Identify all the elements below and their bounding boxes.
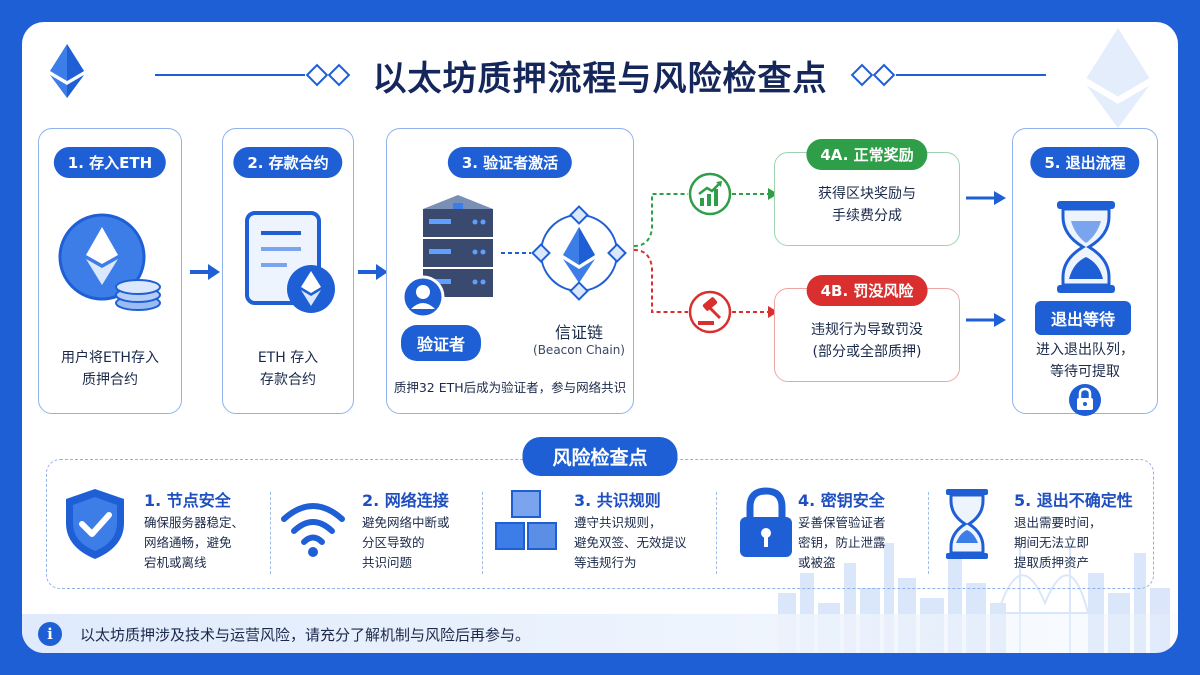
step-1-label: 1. 存入ETH [53,147,167,178]
risk-divider [482,492,483,574]
gavel-icon [688,290,732,334]
step-3-note: 质押32 ETH后成为验证者，参与网络共识 [393,380,627,395]
validator-avatar-icon [401,275,445,319]
risk-item-network: 2. 网络连接 避免网络中断或 分区导致的 共识问题 [280,485,480,585]
lock-badge-icon [1069,384,1101,416]
branch-connectors [633,188,778,318]
risk-divider [270,492,271,574]
cubes-icon [495,490,557,550]
step-5-label: 5. 退出流程 [1030,147,1140,178]
exit-wait-label: 退出等待 [1035,301,1132,335]
arrow-1-to-2 [190,264,220,280]
step-4a-card: 4A. 正常奖励 获得区块奖励与 手续费分成 [774,139,960,246]
risk-item-body: 退出需要时间， 期间无法立即 提取质押资产 [1014,515,1102,570]
ethereum-logo-icon [50,44,84,98]
risk-item-title: 2. 网络连接 [362,491,449,510]
risk-item-consensus: 3. 共识规则 遵守共识规则， 避免双签、无效提议 等违规行为 [492,485,712,585]
footer-text: 以太坊质押涉及技术与运营风险，请充分了解机制与风险后再参与。 [80,626,531,644]
shield-check-icon [66,489,124,559]
risk-divider [716,492,717,574]
risk-divider [928,492,929,574]
beacon-chain-icon [531,205,627,301]
risk-item-title: 4. 密钥安全 [798,491,885,510]
step-4b-label: 4B. 罚没风险 [806,275,928,306]
risk-item-key-security: 4. 密钥安全 妥善保管验证者 密钥，防止泄露 或被盗 [736,485,926,585]
risk-item-title: 5. 退出不确定性 [1014,491,1133,510]
growth-chart-icon [688,172,732,216]
arrow-4a-to-5 [966,191,1006,205]
server-stack-icon [423,195,493,297]
risk-item-title: 3. 共识规则 [574,491,661,510]
arrow-4b-to-5 [966,313,1006,327]
risk-item-node-security: 1. 节点安全 确保服务器稳定、 网络通畅，避免 宕机或离线 [62,485,262,585]
step-3-label: 3. 验证者激活 [447,147,573,178]
step-5-description: 进入退出队列， 等待可提取 [1036,342,1134,380]
step-1-card: 1. 存入ETH 用户将ETH存入 质押合约 [38,128,182,414]
step-3-card: 3. 验证者激活 验证者 [386,128,634,414]
title-ornament-right [850,63,1046,87]
risk-item-body: 遵守共识规则， 避免双签、无效提议 等违规行为 [574,515,687,570]
hourglass-icon [1057,201,1115,293]
hourglass-small-icon [946,489,988,559]
step-4a-label: 4A. 正常奖励 [806,139,928,170]
title-ornament-left [154,63,350,87]
risk-item-body: 确保服务器稳定、 网络通畅，避免 宕机或离线 [144,515,245,570]
step-4a-description: 获得区块奖励与 手续费分成 [818,186,916,224]
title-bar: 以太坊质押流程与风险检查点 [22,50,1178,100]
step-5-card: 5. 退出流程 退出等待 进入退出队列， 等待可提取 [1012,128,1158,416]
wifi-icon [281,503,345,557]
info-icon: i [38,622,62,646]
risk-item-body: 避免网络中断或 分区导致的 共识问题 [362,515,450,570]
risk-item-body: 妥善保管验证者 密钥，防止泄露 或被盗 [798,515,886,570]
step-4b-card: 4B. 罚没风险 违规行为导致罚没 (部分或全部质押) [774,275,960,382]
step-4b-description: 违规行为导致罚没 (部分或全部质押) [811,322,923,360]
risk-item-exit-uncertainty: 5. 退出不确定性 退出需要时间， 期间无法立即 提取质押资产 [944,485,1144,585]
footer-disclaimer: i 以太坊质押涉及技术与运营风险，请充分了解机制与风险后再参与。 [22,614,1178,653]
dashed-link-line [501,252,531,254]
contract-document-icon [245,211,335,313]
page-title: 以太坊质押流程与风险检查点 [372,58,828,99]
risk-section-title: 风险检查点 [522,437,678,476]
ethereum-watermark-icon [1086,28,1150,128]
infographic-frame: 以太坊质押流程与风险检查点 1. 存入ETH 用户将ETH存入 质押合约 2. … [22,22,1178,653]
step-1-description: 用户将ETH存入 质押合约 [61,350,159,388]
padlock-icon [740,487,792,557]
validator-label: 验证者 [401,325,482,361]
risk-item-title: 1. 节点安全 [144,491,231,510]
arrow-2-to-3 [358,264,388,280]
step-2-label: 2. 存款合约 [233,147,343,178]
beacon-chain-label: 信证链 (Beacon Chain) [533,323,625,357]
step-2-card: 2. 存款合约 ETH 存入 存款合约 [222,128,354,414]
eth-coin-icon [58,213,161,311]
step-2-description: ETH 存入 存款合约 [257,350,319,388]
